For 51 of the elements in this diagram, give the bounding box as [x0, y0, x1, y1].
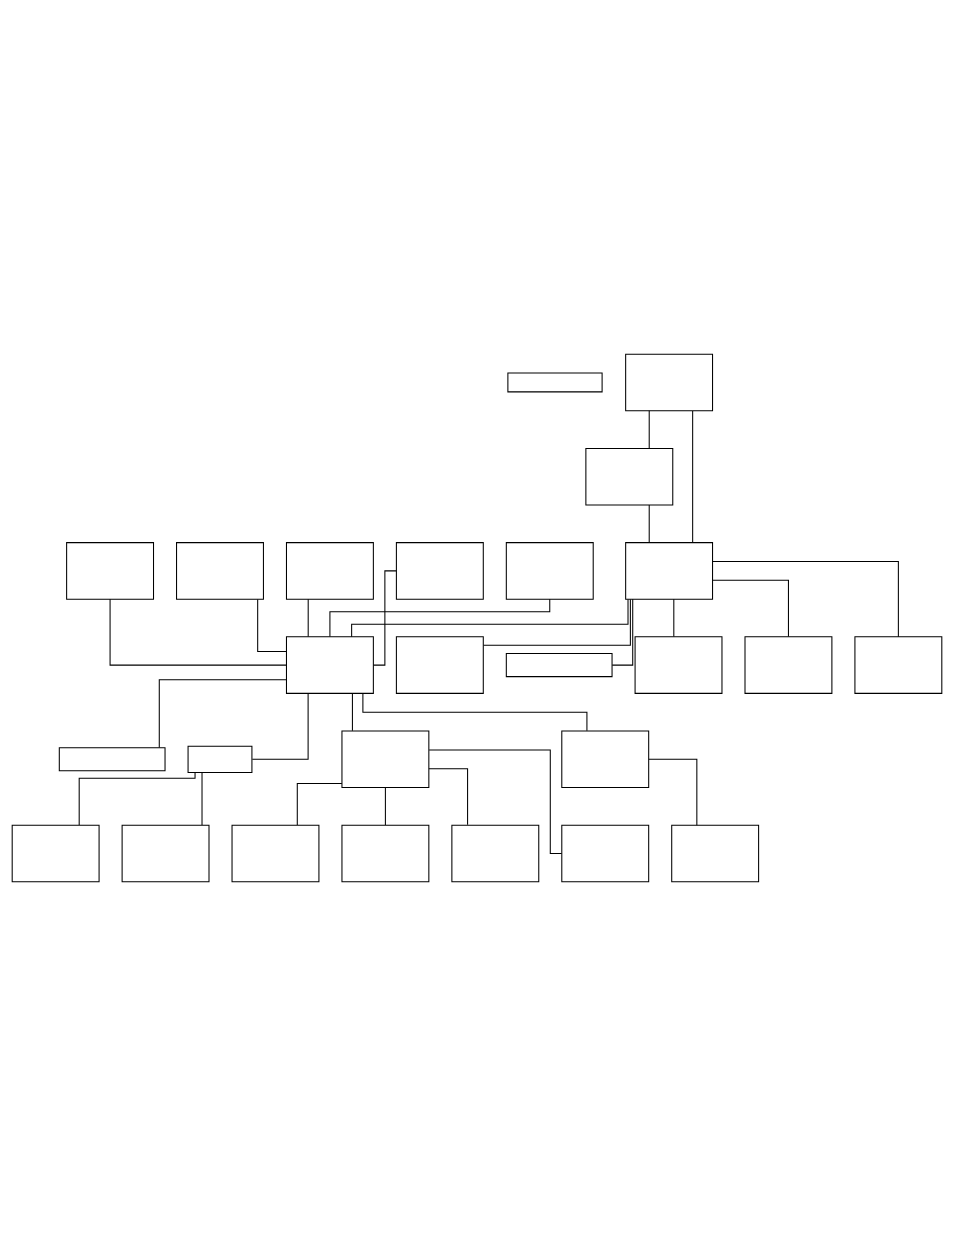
connector: [648, 758, 698, 826]
connector: [251, 692, 309, 760]
node-box: [561, 824, 650, 882]
node-box: [231, 824, 320, 882]
node-box: [625, 541, 714, 600]
node-box: [66, 541, 155, 600]
node-box: [187, 745, 253, 773]
node-box: [341, 824, 430, 882]
node-box: [507, 372, 603, 392]
connector: [648, 503, 650, 543]
node-box: [341, 730, 430, 788]
node-box: [634, 635, 723, 694]
node-box: [395, 541, 484, 600]
connector: [372, 569, 397, 666]
connector: [351, 692, 353, 731]
node-box: [505, 541, 594, 600]
connector: [362, 692, 588, 731]
connector: [78, 771, 196, 826]
connector: [201, 771, 203, 826]
connector: [712, 560, 899, 637]
connector: [158, 678, 287, 748]
node-box: [625, 353, 714, 411]
node-box: [585, 447, 674, 505]
connector: [673, 598, 675, 637]
node-box: [285, 635, 374, 694]
connector: [428, 767, 469, 825]
connector: [329, 598, 551, 637]
connector: [712, 579, 789, 637]
node-box: [11, 824, 100, 882]
node-box: [854, 635, 943, 694]
node-box: [671, 824, 760, 882]
connector: [428, 748, 563, 854]
connector: [483, 598, 631, 646]
connector: [296, 782, 343, 826]
connector: [351, 598, 629, 637]
connector: [109, 598, 287, 666]
node-box: [505, 652, 613, 677]
node-box: [176, 541, 264, 600]
node-box: [744, 635, 833, 694]
node-box: [285, 541, 374, 600]
node-box: [451, 824, 540, 882]
connector: [692, 410, 694, 543]
node-box: [121, 824, 210, 882]
node-box: [395, 635, 484, 694]
connector: [257, 598, 287, 652]
connector: [611, 598, 634, 666]
connector: [384, 786, 386, 825]
connector: [648, 409, 650, 449]
node-box: [58, 746, 166, 771]
connector: [307, 598, 309, 637]
node-box: [561, 730, 650, 788]
